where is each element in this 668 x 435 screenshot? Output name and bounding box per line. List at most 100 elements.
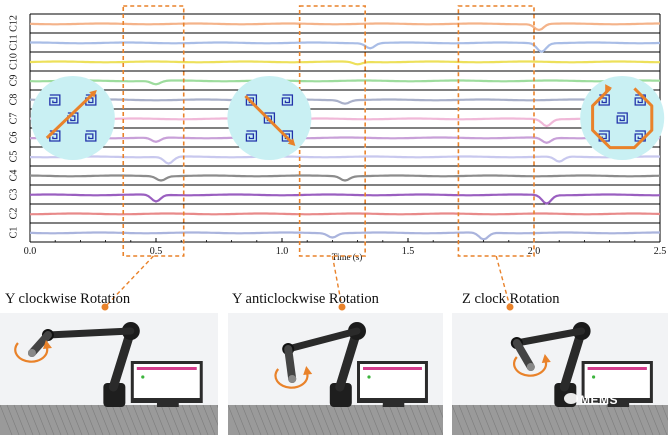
monitor-stand — [607, 403, 630, 407]
gripper-tip — [288, 375, 297, 383]
connector-line-3 — [495, 255, 511, 308]
trace-c10 — [30, 60, 660, 66]
rotation-arrow-head — [303, 366, 313, 375]
workbench-texture — [549, 404, 563, 435]
robot-forearm — [513, 327, 586, 347]
inset-arrow — [244, 94, 293, 144]
workbench-texture — [514, 404, 528, 435]
workbench-texture — [97, 404, 111, 435]
workbench-texture — [388, 404, 402, 435]
workbench-texture — [202, 404, 216, 435]
workbench-texture — [160, 404, 174, 435]
workbench-texture — [570, 404, 584, 435]
workbench-texture — [612, 404, 626, 435]
rotation-arrow — [274, 368, 309, 389]
workbench-texture — [437, 404, 443, 419]
inset-arrow — [45, 92, 94, 140]
connector-dot-1 — [101, 303, 109, 311]
workbench-texture — [591, 404, 605, 435]
workbench-texture — [430, 404, 443, 435]
workbench-texture — [209, 404, 218, 426]
channel-label-c3: C3 — [8, 189, 19, 201]
robot-photo-3 — [452, 313, 668, 435]
workbench-texture — [395, 404, 409, 435]
workbench-texture — [228, 404, 241, 435]
workbench-texture — [283, 404, 297, 435]
channel-label-c8: C8 — [8, 94, 19, 106]
trace-c7 — [30, 117, 661, 128]
workbench-texture — [556, 404, 570, 435]
workbench-texture — [27, 404, 41, 435]
workbench-texture — [458, 404, 472, 435]
rotation-arrow-head — [541, 354, 551, 363]
workbench-texture — [90, 404, 104, 435]
highlight-window-1 — [122, 5, 185, 257]
window-connectors — [101, 255, 514, 311]
workbench-texture — [507, 404, 521, 435]
spiral-cell — [281, 94, 294, 106]
channel-label-c11: C11 — [8, 34, 19, 50]
spiral-cell — [245, 130, 258, 142]
spiral-cell — [85, 130, 97, 142]
workbench-texture — [633, 404, 647, 435]
channel-label-c6: C6 — [8, 132, 19, 144]
workbench-texture — [493, 404, 507, 435]
trace-c6 — [29, 136, 660, 144]
robot-gripper — [27, 331, 52, 357]
workbench-texture — [528, 404, 542, 435]
workbench-texture — [346, 404, 360, 435]
workbench-texture — [48, 404, 62, 435]
workbench-texture — [472, 404, 486, 435]
workbench-texture — [381, 404, 395, 435]
monitor-stand — [156, 403, 179, 407]
inset-2 — [227, 76, 312, 160]
workbench-texture — [262, 404, 276, 435]
connector-line-2 — [331, 255, 343, 308]
workbench-texture — [13, 404, 27, 435]
robot-base — [103, 383, 126, 407]
robot-illustration — [228, 313, 443, 435]
x-tick-label: 1.5 — [402, 246, 415, 257]
workbench-texture — [500, 404, 514, 435]
workbench-texture — [234, 404, 248, 435]
workbench-texture — [153, 404, 167, 435]
workbench-texture — [34, 404, 48, 435]
workbench-texture — [311, 404, 325, 435]
workbench-texture — [452, 404, 465, 435]
rotation-arrow-head — [42, 340, 52, 349]
monitor-bar — [587, 367, 647, 370]
workbench-texture — [297, 404, 311, 435]
channel-label-c5: C5 — [8, 151, 19, 163]
workbench-texture — [640, 404, 654, 435]
channel-label-c2: C2 — [8, 208, 19, 220]
workbench-texture — [41, 404, 55, 435]
trace-c5 — [30, 155, 661, 165]
monitor-bar — [136, 367, 197, 370]
spiral-cell — [616, 112, 628, 124]
workbench-texture — [605, 404, 619, 435]
workbench-texture — [76, 404, 90, 435]
robot-upper-arm — [559, 326, 587, 392]
monitor-bar — [363, 367, 422, 370]
workbench-texture — [188, 404, 202, 435]
workbench-texture — [416, 404, 430, 435]
workbench-texture — [360, 404, 374, 435]
workbench-texture — [542, 404, 556, 435]
caption-y-clockwise: Y clockwise Rotation — [5, 291, 131, 307]
workbench-texture — [325, 404, 339, 435]
spiral-cell — [598, 130, 610, 142]
workbench — [0, 405, 218, 435]
robot-upper-arm — [108, 326, 136, 392]
workbench-texture — [290, 404, 304, 435]
workbench-texture — [195, 404, 209, 435]
workbench-texture — [353, 404, 367, 435]
workbench-texture — [20, 404, 34, 435]
workbench-texture — [181, 404, 195, 435]
workbench-texture — [125, 404, 139, 435]
inset-3 — [580, 76, 665, 160]
workbench-texture — [55, 404, 69, 435]
caption-z-clock: Z clock Rotation — [462, 291, 560, 307]
monitor-stand — [382, 403, 405, 407]
robot-upper-arm — [335, 326, 362, 392]
